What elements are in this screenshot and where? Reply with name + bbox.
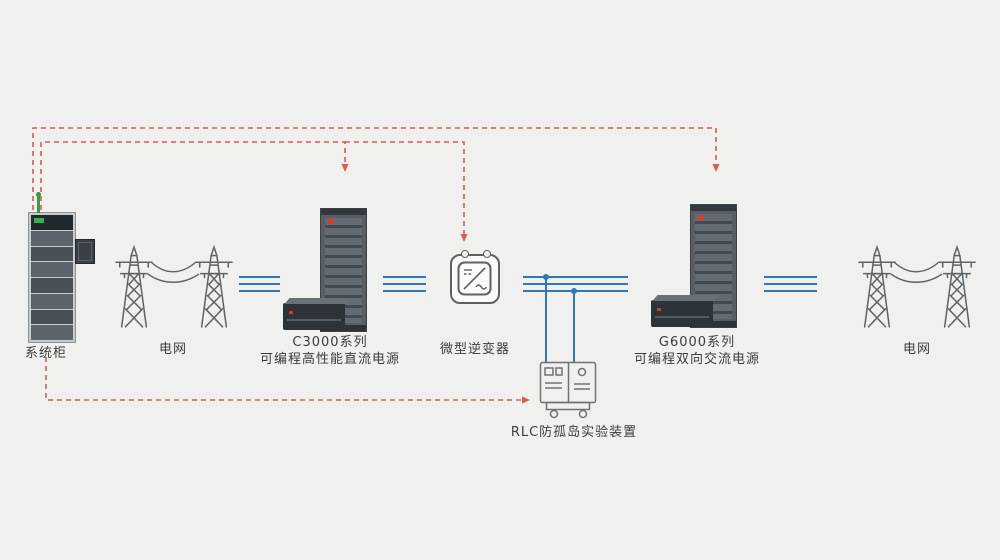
c3000-description: 可编程高性能直流电源: [259, 352, 400, 367]
micro-inverter-icon: [450, 250, 500, 304]
rack-modules: [31, 215, 73, 340]
c3000-series: C3000系列: [292, 335, 368, 350]
transmission-tower-icon: [858, 246, 976, 328]
g6000-label: G6000系列 可编程双向交流电源: [597, 334, 797, 368]
brand-logo: [698, 215, 704, 220]
inverter-label: 微型逆变器: [439, 342, 510, 357]
brand-logo: [328, 219, 334, 224]
rlc-device-icon: [539, 361, 597, 419]
antenna-icon: [36, 192, 41, 213]
system-cabinet-icon: [28, 192, 95, 343]
g6000-series: G6000系列: [658, 335, 736, 350]
bus-lines: [239, 276, 817, 362]
bus-junction-dot: [571, 288, 577, 294]
g6000-rack-unit-icon: [651, 300, 713, 327]
grid-left-label: 电网: [158, 342, 187, 357]
terminal-dot: [461, 250, 469, 258]
c3000-rack-unit-icon: [283, 303, 345, 330]
system-cabinet-label: 系统柜: [24, 346, 67, 361]
inverter-symbol: [457, 261, 492, 296]
control-lines: [32, 127, 720, 404]
rlc-label: RLC防孤岛实验装置: [510, 425, 638, 440]
side-display-icon: [75, 239, 95, 264]
g6000-description: 可编程双向交流电源: [633, 352, 760, 367]
terminal-dot: [483, 250, 491, 258]
bus-junction-dot: [543, 274, 549, 280]
grid-right-label: 电网: [902, 342, 931, 357]
c3000-label: C3000系列 可编程高性能直流电源: [230, 334, 430, 368]
transmission-tower-icon: [115, 246, 233, 328]
